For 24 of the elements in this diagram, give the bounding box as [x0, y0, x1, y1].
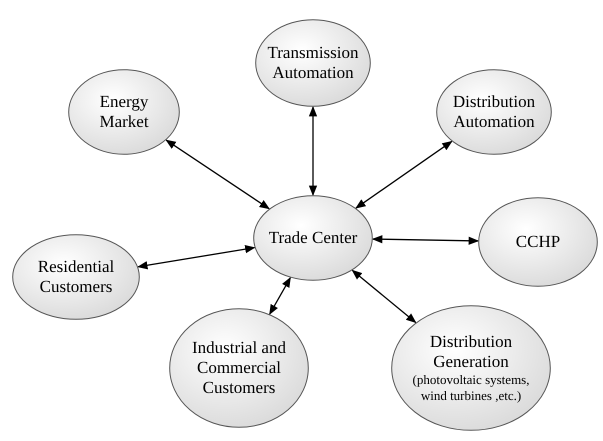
node-label: Trade Center [268, 228, 358, 248]
ellipse-node [68, 69, 180, 155]
double-arrow [352, 270, 416, 324]
ellipse-node [391, 305, 551, 431]
node-label: Distribution Generation [428, 332, 514, 372]
node-label: Distribution Automation [452, 92, 536, 132]
ellipse-node [169, 308, 309, 428]
node-label: Industrial and Commercial Customers [191, 338, 287, 398]
node-note: (photovoltaic systems, wind turbines ,etc.) [412, 372, 530, 404]
ellipse-node [12, 234, 140, 320]
ellipse-node [436, 69, 552, 155]
double-arrow [355, 140, 453, 209]
double-arrow [137, 245, 256, 270]
node-label: Energy Market [98, 92, 150, 132]
ellipse-node [253, 195, 373, 281]
ellipse-node [478, 197, 598, 287]
node-label: CCHP [516, 232, 560, 252]
node-label: Residential Customers [36, 257, 116, 297]
double-arrow [308, 106, 318, 196]
ellipse-node [255, 19, 371, 107]
double-arrow [269, 276, 291, 315]
double-arrow [372, 235, 480, 245]
node-label: Transmission Automation [266, 43, 360, 83]
double-arrow [165, 140, 270, 210]
